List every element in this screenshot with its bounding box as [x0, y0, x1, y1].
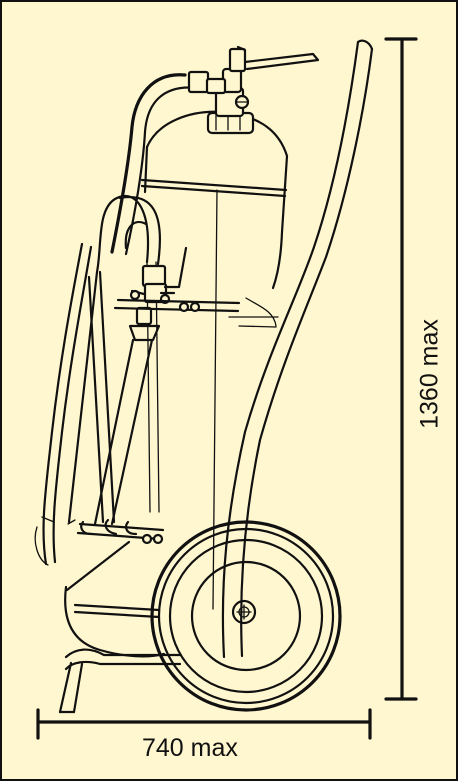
top-hose	[110, 70, 227, 256]
height-dimension-label: 1360 max	[415, 319, 444, 429]
handle-frame	[221, 39, 374, 659]
base-feet	[58, 648, 182, 714]
extinguisher-cylinder	[64, 110, 289, 658]
side-hose	[34, 194, 162, 566]
width-dimension	[36, 708, 372, 740]
middle-valve	[93, 246, 188, 526]
wheel	[150, 520, 342, 712]
top-valve	[206, 45, 320, 135]
width-dimension-label: 740 max	[142, 734, 238, 762]
mounting-bands	[76, 298, 241, 545]
height-dimension	[384, 37, 418, 701]
